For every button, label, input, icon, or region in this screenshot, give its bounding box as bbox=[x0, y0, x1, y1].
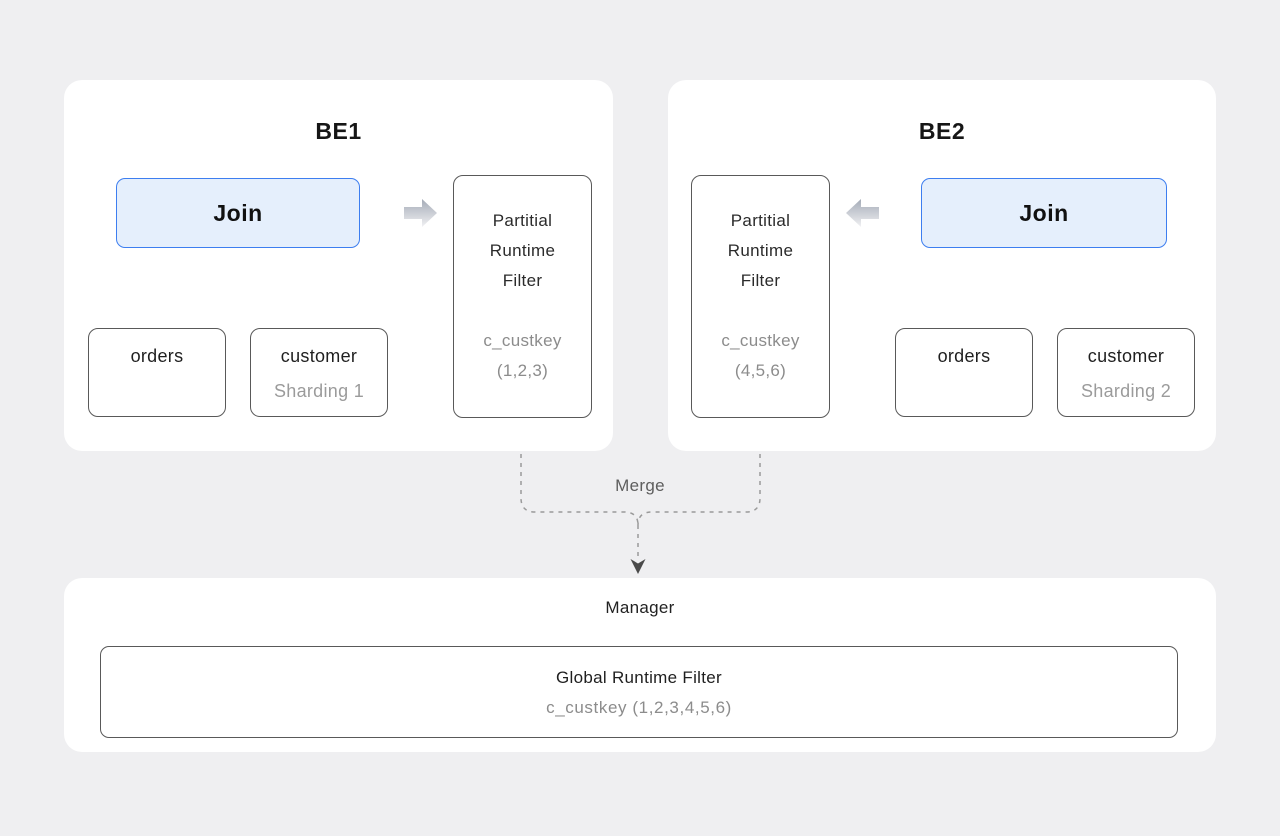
be1-title: BE1 bbox=[315, 118, 362, 144]
be2-title: BE2 bbox=[918, 118, 966, 144]
be1-sharding-label: Sharding 1 bbox=[273, 381, 365, 401]
global-runtime-filter-node: Global Runtime Filter c_custkey (1,2,3,4… bbox=[100, 646, 1178, 738]
be2-filter-key: c_custkey bbox=[721, 331, 800, 350]
global-filter-detail: c_custkey (1,2,3,4,5,6) bbox=[546, 698, 732, 717]
be1-join-node: Join bbox=[116, 178, 360, 248]
filter-line: Partitial bbox=[730, 211, 791, 230]
be1-orders-label: orders bbox=[130, 346, 184, 366]
be1-customer-label: customer bbox=[280, 346, 358, 366]
filter-line: Runtime bbox=[489, 241, 556, 260]
be2-orders-node: orders bbox=[895, 328, 1033, 417]
block-arrow-right-icon bbox=[404, 196, 438, 230]
be2-orders-label: orders bbox=[937, 346, 991, 366]
be2-customer-label: customer bbox=[1087, 346, 1165, 366]
be1-customer-node: customer Sharding 1 bbox=[250, 328, 388, 417]
be2-filter-values: (4,5,6) bbox=[734, 361, 787, 380]
be2-panel: BE2 Partitial Runtime Filter c_custkey (… bbox=[668, 80, 1216, 451]
manager-panel: Manager Global Runtime Filter c_custkey … bbox=[64, 578, 1216, 752]
be1-filter-key: c_custkey bbox=[483, 331, 562, 350]
merge-label: Merge bbox=[615, 476, 665, 495]
manager-title: Manager bbox=[605, 598, 675, 617]
filter-line: Filter bbox=[740, 271, 781, 290]
be1-partial-runtime-filter-node: Partitial Runtime Filter c_custkey (1,2,… bbox=[453, 175, 592, 418]
be1-filter-values: (1,2,3) bbox=[496, 361, 549, 380]
be1-orders-node: orders bbox=[88, 328, 226, 417]
filter-line: Partitial bbox=[492, 211, 553, 230]
be2-join-node: Join bbox=[921, 178, 1167, 248]
be1-panel: BE1 Join Partitial Runtime Filter c_cust… bbox=[64, 80, 613, 451]
be1-join-label: Join bbox=[213, 199, 263, 226]
block-arrow-left-icon bbox=[845, 196, 879, 230]
filter-line: Filter bbox=[502, 271, 543, 290]
be2-join-label: Join bbox=[1019, 199, 1069, 226]
be2-customer-node: customer Sharding 2 bbox=[1057, 328, 1195, 417]
global-filter-title: Global Runtime Filter bbox=[556, 668, 722, 687]
be2-partial-runtime-filter-node: Partitial Runtime Filter c_custkey (4,5,… bbox=[691, 175, 830, 418]
be2-sharding-label: Sharding 2 bbox=[1080, 381, 1172, 401]
filter-line: Runtime bbox=[727, 241, 794, 260]
